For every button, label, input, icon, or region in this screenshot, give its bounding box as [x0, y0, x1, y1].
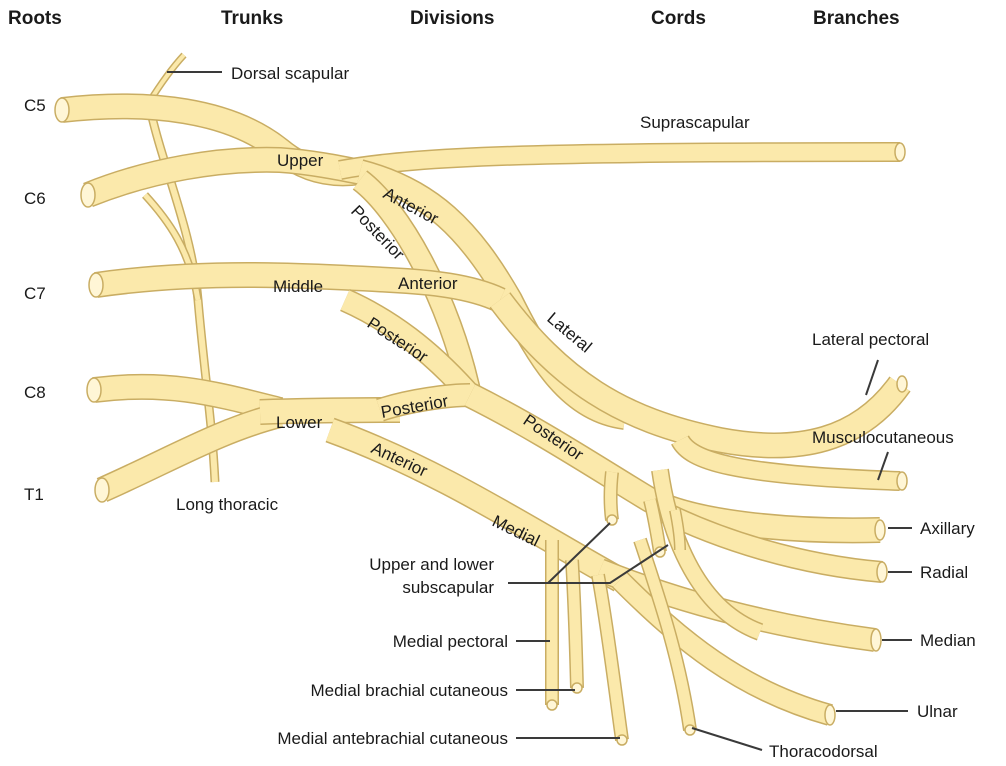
lower-posterior-division [376, 383, 471, 422]
trunk-label-middle: Middle [273, 277, 323, 296]
branch-label-axillary: Axillary [920, 519, 975, 538]
branch-label-suprascapular: Suprascapular [640, 113, 750, 132]
branch-label-dorsal-scapular: Dorsal scapular [231, 64, 349, 83]
c6-root [83, 146, 363, 208]
branch-label-medial-pectoral: Medial pectoral [393, 632, 508, 651]
column-headers: Roots Trunks Divisions Cords Branches [8, 8, 900, 29]
branch-label-subscapular-line2: subscapular [402, 578, 494, 597]
branch-label-musculocutaneous: Musculocutaneous [812, 428, 954, 447]
middle-posterior-division [340, 289, 479, 403]
branch-label-lateral-pectoral: Lateral pectoral [812, 330, 929, 349]
branch-label-ulnar: Ulnar [917, 702, 958, 721]
medial-brachial-cutaneous-nerve [565, 559, 584, 689]
musculocutaneous-nerve [671, 434, 901, 491]
branch-label-thoracodorsal: Thoracodorsal [769, 742, 878, 761]
thoracodorsal-leader [691, 727, 763, 751]
division-label-middle-anterior: Anterior [398, 274, 458, 293]
suprascapular-nerve [338, 142, 901, 180]
subscapular-leader-2 [548, 544, 669, 584]
lower-trunk [259, 397, 401, 425]
nerve-cut-ends [54, 97, 908, 746]
header-trunks: Trunks [221, 8, 283, 29]
lateral-cord [489, 292, 911, 459]
root-label-c5: C5 [24, 96, 46, 115]
nerve-drawing [54, 52, 911, 746]
c8-root [92, 373, 284, 423]
root-label-c7: C7 [24, 284, 46, 303]
branch-label-subscapular-line1: Upper and lower [369, 555, 494, 574]
header-branches: Branches [813, 8, 900, 29]
medial-antebrachial-cutaneous-nerve [591, 573, 629, 741]
branch-label-long-thoracic: Long thoracic [176, 495, 279, 514]
radial-nerve [655, 500, 883, 583]
branch-label-median: Median [920, 631, 976, 650]
branch-label-medial-antebrachial-cutaneous: Medial antebrachial cutaneous [277, 729, 508, 748]
thoracodorsal-nerve [633, 537, 697, 731]
upper-posterior-division [352, 170, 482, 398]
header-cords: Cords [651, 8, 706, 29]
ulnar-nerve [612, 572, 833, 726]
c7-root-and-middle-trunk [94, 262, 506, 312]
root-label-c8: C8 [24, 383, 46, 402]
t1-root [96, 402, 284, 502]
trunk-label-upper: Upper [277, 151, 324, 170]
root-label-c6: C6 [24, 189, 46, 208]
branch-label-medial-brachial-cutaneous: Medial brachial cutaneous [310, 681, 508, 700]
branch-label-radial: Radial [920, 563, 968, 582]
musculocutaneous-leader [877, 451, 889, 481]
root-label-t1: T1 [24, 485, 44, 504]
trunk-label-lower: Lower [276, 413, 323, 432]
leader-lines [167, 71, 912, 751]
branch-labels: Dorsal scapular Suprascapular Long thora… [176, 64, 976, 761]
trunk-labels: Upper Middle Lower [273, 151, 324, 432]
lateral-pectoral-leader [865, 359, 879, 396]
lower-anterior-division-and-medial-cord [325, 417, 627, 592]
root-labels: C5 C6 C7 C8 T1 [24, 96, 46, 504]
header-roots: Roots [8, 8, 62, 29]
header-divisions: Divisions [410, 8, 494, 29]
